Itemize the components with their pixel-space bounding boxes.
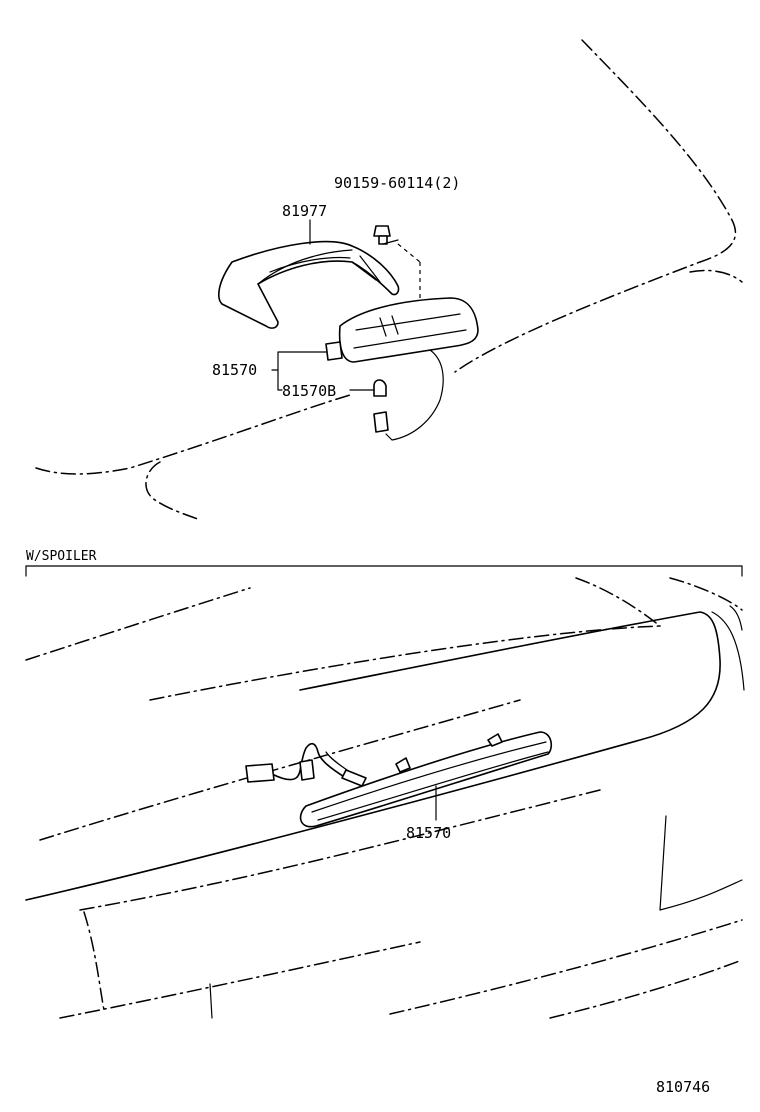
trunk-side-dash <box>83 911 105 1011</box>
spoiler-tip-curve <box>711 611 745 691</box>
trunk-bottom-dash-3 <box>549 959 743 1019</box>
spoiler-mid-dash <box>39 699 521 841</box>
fastener-label: 90159-60114(2) <box>334 174 460 192</box>
spoiler-outline <box>25 611 721 901</box>
cover-label: 81977 <box>282 202 327 220</box>
trunk-bottom-dash-1 <box>59 941 421 1019</box>
bulb <box>373 379 387 397</box>
spoiler-lamp <box>299 731 553 828</box>
lamp-bracket-leader <box>271 351 327 391</box>
spoiler-lamp-label: 81570 <box>406 824 451 842</box>
screw-leader-dashed <box>397 243 421 263</box>
spoiler-back-dash <box>149 625 661 701</box>
lamp-wire <box>385 349 444 441</box>
lower-view: 81570 <box>25 577 745 1019</box>
trunk-post <box>209 983 213 1019</box>
trunk-lower-dash <box>79 789 601 911</box>
lamp-label: 81570 <box>212 361 257 379</box>
trunk-edge <box>35 394 351 475</box>
lamp-cover <box>218 240 400 329</box>
spoiler-upper-dash <box>25 587 251 661</box>
body-right-dash <box>669 577 743 611</box>
trunk-lower-contour <box>145 461 201 521</box>
spoiler-inner-curve <box>729 605 743 631</box>
section-header: W/SPOILER <box>25 549 743 577</box>
lamp-housing <box>325 297 479 363</box>
spoiler-harness <box>245 742 367 787</box>
window-edge-dash <box>575 577 661 627</box>
bulb-label: 81570B <box>282 382 336 400</box>
trunk-right-line <box>659 815 743 911</box>
rear-window-outline <box>454 39 737 373</box>
screw <box>373 225 399 245</box>
trunk-bottom-dash-2 <box>389 919 743 1015</box>
body-contour-right <box>689 269 743 283</box>
section-title: W/SPOILER <box>26 549 97 564</box>
upper-view: 90159-60114(2) 81977 81570 81570B <box>35 39 743 521</box>
bulb-socket <box>373 411 389 433</box>
figure-number: 810746 <box>656 1078 710 1096</box>
